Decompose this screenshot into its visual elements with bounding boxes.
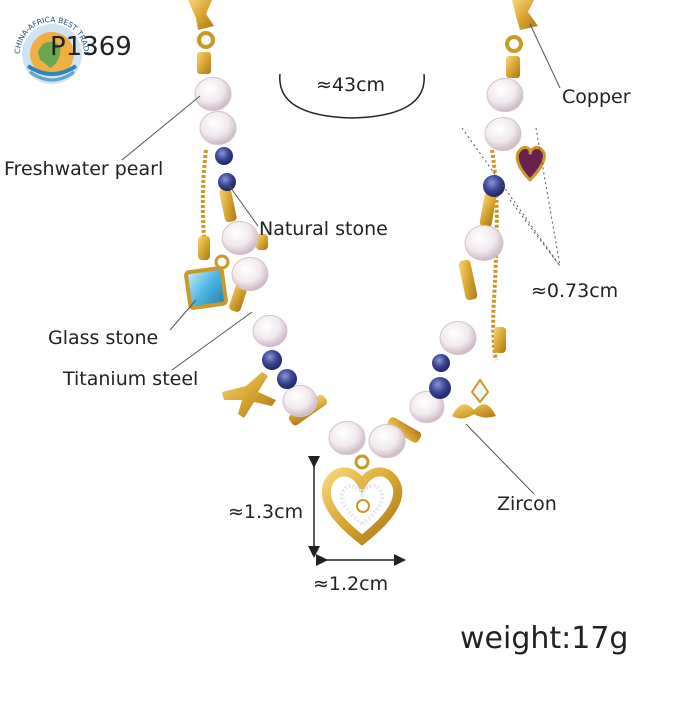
length-label: ≈43cm [316, 74, 386, 96]
weight-label: weight:17g [460, 621, 629, 656]
bow-charm-icon [452, 404, 496, 419]
freshwater-pearl-icon [282, 384, 318, 418]
company-logo-icon: CHINA-AFRICA BEST TRADING PLATFORM [10, 12, 91, 84]
natural-stone-icon [429, 377, 451, 399]
crimp-right-icon [506, 56, 520, 78]
pendant-zircon-icon [356, 499, 370, 513]
zircon-icon [470, 378, 490, 404]
gold-bar-icon [494, 327, 506, 353]
freshwater-pearl-icon [409, 390, 445, 424]
freshwater-pearl-icon [486, 77, 524, 113]
natural-stone-icon [262, 350, 282, 370]
titanium-steel-leader [171, 311, 253, 371]
purple-heart-charm-icon [515, 146, 546, 183]
jump-ring-right-icon [505, 35, 523, 53]
charm-size-guide-c [509, 199, 561, 267]
copper-leader [529, 23, 561, 89]
crimp-left-icon [197, 52, 211, 74]
gold-bar-icon [458, 259, 478, 301]
copper-label: Copper [562, 86, 631, 108]
freshwater-pearl-label: Freshwater pearl [4, 158, 164, 180]
natural-stone-icon [432, 354, 450, 372]
freshwater-pearl-icon [484, 116, 522, 152]
clasp-left-icon [188, 0, 214, 30]
gold-bar-icon [479, 192, 497, 228]
gold-bar-icon [219, 187, 237, 223]
titanium-steel-label: Titanium steel [63, 368, 199, 390]
natural-stone-icon [483, 175, 505, 197]
chain-right-icon [490, 149, 499, 361]
pendant-ring-icon [354, 454, 370, 470]
airplane-charm-icon [222, 372, 276, 418]
length-arc [279, 73, 425, 119]
freshwater-pearl-icon [439, 320, 477, 356]
freshwater-pearl-icon [194, 76, 232, 112]
freshwater-pearl-icon [231, 256, 269, 292]
natural-stone-label: Natural stone [259, 218, 388, 240]
natural-stone-icon [277, 369, 297, 389]
pendant-height-label: ≈1.3cm [228, 501, 304, 523]
heart-pendant-pave-icon [339, 483, 385, 527]
freshwater-pearl-icon [221, 220, 259, 256]
freshwater-pearl-icon [252, 314, 288, 348]
jump-ring-left-icon [197, 31, 215, 49]
natural-stone-leader [227, 183, 259, 227]
freshwater-pearl-icon [199, 110, 237, 146]
freshwater-pearl-leader [121, 95, 201, 161]
glass-stone-charm-icon [184, 266, 228, 310]
glass-stone-label: Glass stone [48, 327, 159, 349]
freshwater-pearl-icon [464, 225, 504, 261]
freshwater-pearl-icon [368, 423, 406, 459]
clasp-right-icon [512, 0, 538, 30]
zircon-leader [465, 423, 535, 495]
charm-size-label: ≈0.73cm [531, 280, 619, 302]
gold-bar-icon [256, 234, 268, 250]
glass-stone-leader [169, 299, 197, 331]
natural-stone-icon [215, 147, 233, 165]
charm-size-guide-b [535, 127, 561, 267]
zircon-label: Zircon [497, 493, 557, 515]
pendant-width-label: ≈1.2cm [313, 573, 389, 595]
charm-size-guide-a [461, 127, 561, 267]
natural-stone-icon [218, 173, 236, 191]
freshwater-pearl-icon [328, 420, 366, 456]
charm-ring-icon [214, 254, 230, 270]
product-code: P1369 [50, 32, 132, 62]
gold-bar-icon [386, 417, 422, 443]
heart-pendant-icon [321, 467, 403, 546]
gold-bar-icon [198, 236, 210, 260]
